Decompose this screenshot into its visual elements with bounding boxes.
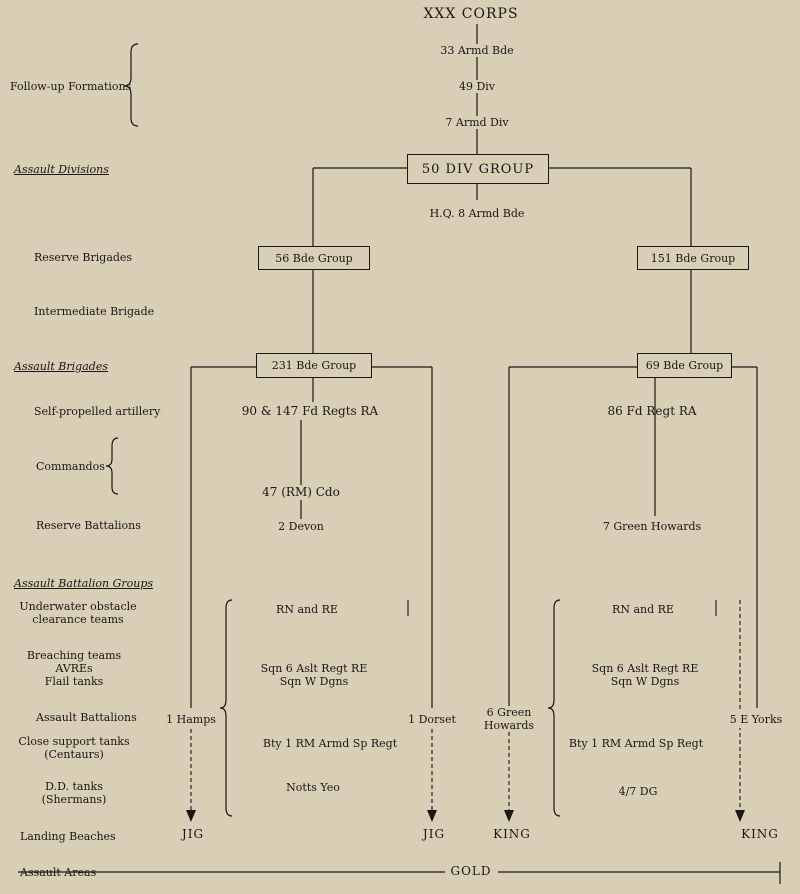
- label-dd-2: (Shermans): [41, 793, 107, 806]
- dd-right: 4/7 DG: [618, 785, 658, 798]
- beach-king-1: KING: [493, 827, 531, 841]
- reserve-bde-right-box: 151 Bde Group: [637, 246, 749, 270]
- breach-left-1: Sqn 6 Aslt Regt RE: [260, 662, 368, 675]
- breach-right-2: Sqn W Dgns: [610, 675, 680, 688]
- bn-1-dorset: 1 Dorset: [406, 711, 458, 728]
- label-underwater-1: Underwater obstacle: [19, 600, 137, 613]
- bn-5-e-yorks: 5 E Yorks: [727, 711, 785, 728]
- beach-jig-1: JIG: [181, 827, 205, 841]
- rn-re-left: RN and RE: [276, 603, 338, 616]
- close-support-left: Bty 1 RM Armd Sp Regt: [262, 737, 398, 750]
- rn-re-right: RN and RE: [612, 603, 674, 616]
- label-dd-1: D.D. tanks: [45, 780, 103, 793]
- label-reserve-battalions: Reserve Battalions: [36, 519, 141, 532]
- label-sp-artillery: Self-propelled artillery: [34, 405, 161, 418]
- beach-jig-2: JIG: [422, 827, 446, 841]
- reserve-bn-right: 7 Green Howards: [602, 520, 702, 533]
- label-assault-divisions: Assault Divisions: [14, 163, 109, 176]
- bn-6-green-howards-1: 6 Green: [484, 706, 534, 719]
- assault-bde-left-box: 231 Bde Group: [256, 353, 372, 378]
- div-group-box: 50 DIV GROUP: [407, 154, 549, 184]
- dd-left: Notts Yeo: [286, 781, 340, 794]
- artillery-left: 90 & 147 Fd Regts RA: [241, 404, 379, 418]
- area-gold: GOLD: [450, 864, 492, 878]
- bn-1-hamps: 1 Hamps: [164, 711, 218, 728]
- label-breaching: Breaching teams: [26, 649, 122, 662]
- unit-7-armd-div: 7 Armd Div: [443, 116, 511, 129]
- label-flail: Flail tanks: [44, 675, 104, 688]
- label-avres: AVREs: [55, 662, 93, 675]
- unit-33-armd-bde: 33 Armd Bde: [438, 44, 516, 57]
- corps-title: XXX CORPS: [423, 6, 519, 22]
- breach-left-2: Sqn W Dgns: [279, 675, 349, 688]
- artillery-right: 86 Fd Regt RA: [607, 404, 697, 418]
- label-assault-areas: Assault Areas: [20, 866, 97, 879]
- unit-hq-8-armd-bde: H.Q. 8 Armd Bde: [429, 207, 525, 220]
- reserve-bn-left: 2 Devon: [278, 520, 324, 533]
- unit-49-div: 49 Div: [456, 80, 498, 93]
- breach-right-1: Sqn 6 Aslt Regt RE: [591, 662, 699, 675]
- label-landing-beaches: Landing Beaches: [20, 830, 116, 843]
- label-close-support-1: Close support tanks: [18, 735, 130, 748]
- label-underwater-2: clearance teams: [32, 613, 124, 626]
- label-assault-brigades: Assault Brigades: [14, 360, 108, 373]
- unit-47-rm-cdo: 47 (RM) Cdo: [262, 485, 340, 499]
- label-assault-battalion-groups: Assault Battalion Groups: [14, 577, 154, 590]
- label-intermediate-brigade: Intermediate Brigade: [34, 305, 155, 318]
- label-commandos: Commandos: [36, 460, 105, 473]
- beach-king-2: KING: [741, 827, 779, 841]
- label-followup: Follow-up Formations: [10, 80, 132, 93]
- assault-bde-right-box: 69 Bde Group: [637, 353, 732, 378]
- label-reserve-brigades: Reserve Brigades: [34, 251, 133, 264]
- reserve-bde-left-box: 56 Bde Group: [258, 246, 370, 270]
- bn-6-green-howards-2: Howards: [481, 719, 537, 732]
- close-support-right: Bty 1 RM Armd Sp Regt: [568, 737, 704, 750]
- label-close-support-2: (Centaurs): [44, 748, 104, 761]
- label-assault-battalions: Assault Battalions: [36, 711, 137, 724]
